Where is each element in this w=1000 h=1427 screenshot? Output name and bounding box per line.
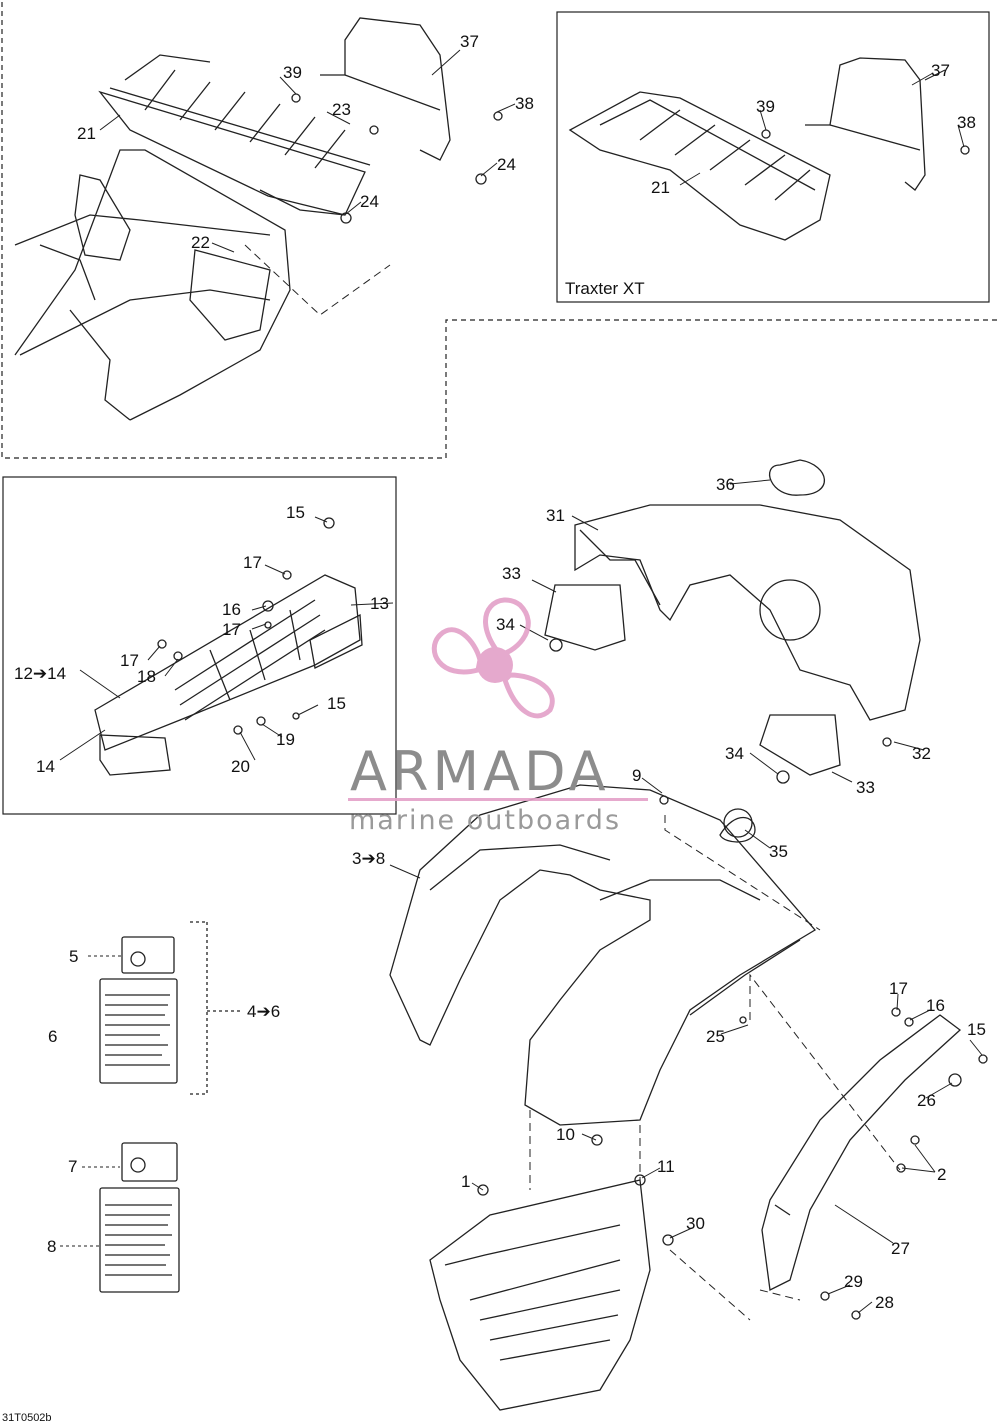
callout-34-left: 34 [496, 615, 515, 634]
callout-15-lower: 15 [327, 694, 346, 713]
callout-9: 9 [632, 766, 642, 785]
callout-12-14: 12➔14 [14, 664, 67, 683]
callout-35: 35 [769, 842, 788, 861]
callout-4-6: 4➔6 [247, 1002, 281, 1021]
decal-drawings [99, 921, 240, 1293]
callout-14: 14 [36, 757, 55, 776]
callout-22: 22 [191, 233, 210, 252]
callout-38-traxter: 38 [957, 113, 976, 132]
callout-39-traxter: 39 [756, 97, 775, 116]
callout-37-traxter: 37 [931, 61, 950, 80]
callout-39-main: 39 [283, 63, 302, 82]
rear-fender-drawing [389, 784, 816, 1126]
callout-23: 23 [332, 100, 351, 119]
callout-15-grille: 15 [286, 503, 305, 522]
callout-16-flare: 16 [926, 996, 945, 1015]
figure-id: 31T0502b [2, 1412, 52, 1424]
callout-38-main: 38 [515, 94, 534, 113]
callout-31: 31 [546, 506, 565, 525]
callout-6: 6 [48, 1027, 58, 1046]
grille-drawing [94, 574, 363, 776]
callout-19: 19 [276, 730, 295, 749]
callout-34-right: 34 [725, 744, 744, 763]
callout-24-right: 24 [497, 155, 516, 174]
callout-16-grille: 16 [222, 600, 241, 619]
callout-3-8: 3➔8 [352, 849, 386, 868]
assembly-lines [244, 244, 901, 1321]
callout-18: 18 [137, 667, 156, 686]
callout-8: 8 [47, 1237, 57, 1256]
callout-21-main: 21 [77, 124, 96, 143]
callout-33-left: 33 [502, 564, 521, 583]
callout-32: 32 [912, 744, 931, 763]
callout-5: 5 [69, 947, 79, 966]
callout-26: 26 [917, 1091, 936, 1110]
rear-rack-drawing [98, 17, 451, 216]
callout-2: 2 [937, 1165, 947, 1184]
footwell-drawing [429, 1179, 651, 1411]
watermark-tagline: marine outboards [349, 805, 622, 836]
callout-27: 27 [891, 1239, 910, 1258]
fender-flare-drawing [761, 1014, 962, 1291]
traxter-rack-drawing [568, 57, 926, 241]
callout-13: 13 [370, 594, 389, 613]
callout-17-top: 17 [243, 553, 262, 572]
callout-11: 11 [657, 1157, 675, 1176]
panel-frames [1, 2, 998, 815]
callout-17-flare: 17 [889, 979, 908, 998]
callout-17-left: 17 [120, 651, 139, 670]
callout-17-mid: 17 [222, 620, 241, 639]
callout-15-flare: 15 [967, 1020, 986, 1039]
callout-25: 25 [706, 1027, 725, 1046]
traxter-xt-caption: Traxter XT [565, 279, 645, 298]
callout-10: 10 [556, 1125, 575, 1144]
callout-7: 7 [68, 1157, 78, 1176]
callout-29: 29 [844, 1272, 863, 1291]
frame-drawing [14, 149, 291, 421]
callout-33-right: 33 [856, 778, 875, 797]
callout-36: 36 [716, 475, 735, 494]
front-fender-drawing [544, 459, 921, 776]
callout-1: 1 [461, 1172, 471, 1191]
callout-28: 28 [875, 1293, 894, 1312]
callout-30: 30 [686, 1214, 705, 1233]
callout-21-traxter: 21 [651, 178, 670, 197]
armada-logo [348, 597, 648, 801]
leader-lines [59, 49, 983, 1314]
watermark-brand: ARMADA [350, 740, 610, 803]
callout-24-lower: 24 [360, 192, 379, 211]
callout-37-main: 37 [460, 32, 479, 51]
callout-20: 20 [231, 757, 250, 776]
